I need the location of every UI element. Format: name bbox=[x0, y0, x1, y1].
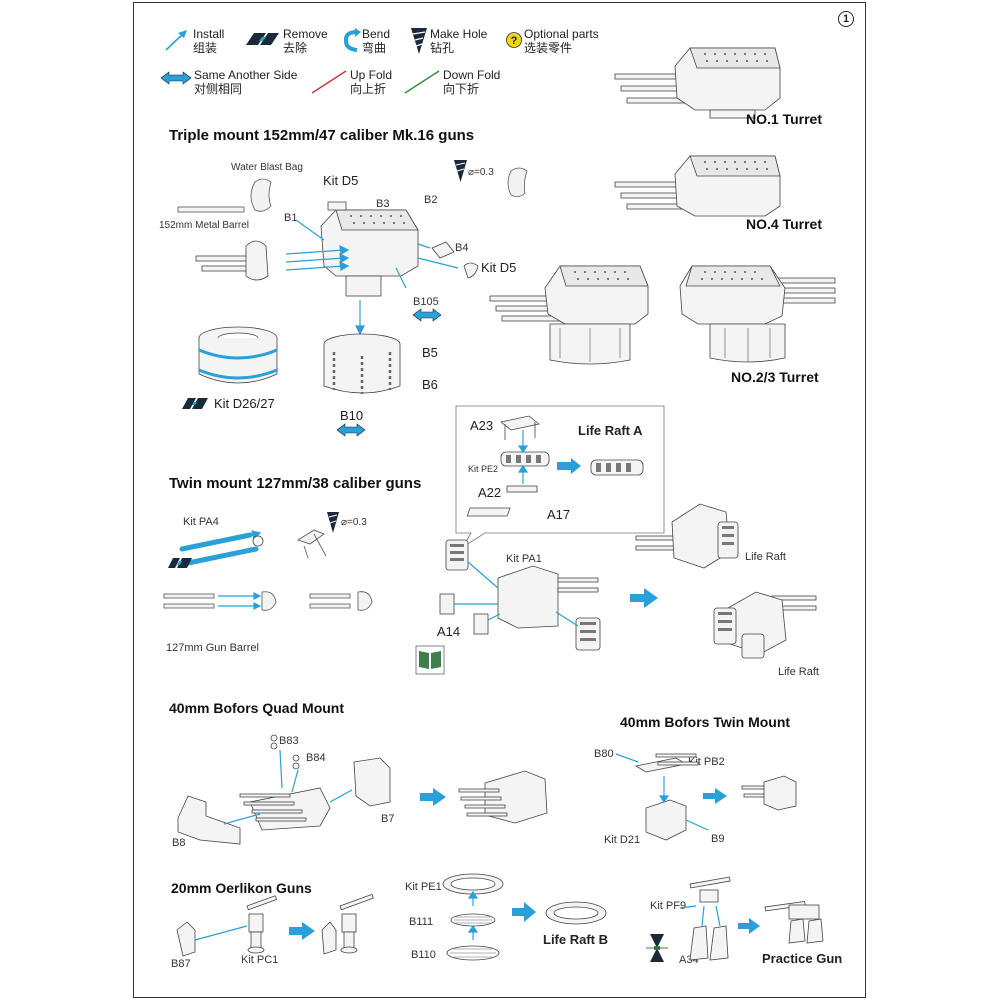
life-raft-b-title: Life Raft B bbox=[543, 932, 608, 947]
same-side-arrow-icon bbox=[413, 309, 441, 321]
practice-gun-assembly-drawing bbox=[640, 878, 740, 968]
turret-no4-drawing bbox=[615, 148, 800, 223]
remove-icon bbox=[246, 32, 280, 46]
practice-gun-finished-drawing bbox=[763, 895, 835, 945]
bofors-quad-assembly-drawing bbox=[170, 732, 410, 847]
turret-barbette-part bbox=[320, 300, 410, 400]
hole-diameter-label: ⌀=0.3 bbox=[341, 517, 367, 528]
b111-label: B111 bbox=[409, 916, 433, 928]
gun-barrel-label: 127mm Gun Barrel bbox=[166, 642, 259, 654]
water-blast-bag-label: Water Blast Bag bbox=[231, 162, 303, 173]
turret-no4-label: NO.4 Turret bbox=[746, 216, 822, 232]
section-oerlikon-title: 20mm Oerlikon Guns bbox=[171, 880, 312, 896]
b5-label: B5 bbox=[422, 345, 438, 360]
oerlikon-finished-drawing bbox=[320, 902, 380, 960]
svg-text:?: ? bbox=[511, 35, 518, 47]
turret-ring-base-part bbox=[197, 326, 279, 388]
life-raft-a-parts-drawing bbox=[495, 412, 655, 522]
next-step-arrow-icon bbox=[630, 588, 658, 608]
life-raft-b-parts-drawing bbox=[440, 870, 610, 965]
turret-no1-drawing bbox=[615, 38, 800, 118]
same-side-arrow-icon bbox=[337, 424, 365, 436]
up-fold-line-icon bbox=[311, 70, 347, 94]
a23-label: A23 bbox=[470, 418, 493, 433]
page-number: 1 bbox=[838, 11, 854, 27]
gun-mount-bracket-part bbox=[294, 522, 334, 560]
hole-diameter-label: ⌀=0.3 bbox=[468, 167, 494, 178]
kit-d5-top-label: Kit D5 bbox=[323, 173, 358, 188]
next-step-arrow-icon bbox=[289, 922, 315, 940]
b6-label: B6 bbox=[422, 377, 438, 392]
b10-label: B10 bbox=[340, 408, 363, 423]
bend-icon bbox=[343, 28, 361, 54]
drill-icon bbox=[411, 28, 427, 54]
small-bracket-part bbox=[503, 165, 529, 197]
optional-net-part bbox=[415, 645, 445, 675]
twin127-mount-assembly-drawing bbox=[438, 538, 608, 658]
life-raft-mount-lower-drawing bbox=[712, 578, 822, 663]
next-step-arrow-icon bbox=[703, 788, 727, 804]
section-twin127-title: Twin mount 127mm/38 caliber guns bbox=[169, 475, 421, 492]
life-raft-label-2: Life Raft bbox=[778, 666, 819, 678]
turret-no1-label: NO.1 Turret bbox=[746, 111, 822, 127]
kit-d2627-label: Kit D26/27 bbox=[214, 396, 275, 411]
remove-icon bbox=[182, 398, 208, 409]
triple-turret-assembly-drawing bbox=[196, 196, 486, 306]
kit-pe2-label: Kit PE2 bbox=[468, 464, 498, 474]
drill-icon bbox=[454, 160, 467, 182]
oerlikon-assembly-drawing bbox=[175, 900, 285, 960]
bofors-quad-finished-drawing bbox=[455, 763, 555, 825]
turret-no23-right-drawing bbox=[670, 258, 845, 368]
install-arrow-icon bbox=[164, 28, 190, 52]
section-bofors-twin-title: 40mm Bofors Twin Mount bbox=[620, 714, 790, 730]
next-step-arrow-icon bbox=[738, 918, 760, 934]
bofors-twin-assembly-drawing bbox=[616, 750, 716, 846]
life-raft-mount-upper-drawing bbox=[634, 492, 744, 572]
remove-icon bbox=[168, 558, 192, 568]
gun-barrel-assembly-drawing bbox=[162, 588, 387, 618]
b110-label: B110 bbox=[411, 949, 436, 961]
next-step-arrow-icon bbox=[420, 788, 446, 806]
bofors-twin-finished-drawing bbox=[740, 772, 800, 812]
optional-question-icon: ? bbox=[506, 32, 522, 48]
practice-gun-title: Practice Gun bbox=[762, 951, 842, 966]
section-triple-title: Triple mount 152mm/47 caliber Mk.16 guns bbox=[169, 127, 474, 144]
kit-d5-side-label: Kit D5 bbox=[481, 260, 516, 275]
same-side-arrow-icon bbox=[161, 72, 191, 84]
b80-label: B80 bbox=[594, 748, 614, 760]
kit-pe1-label: Kit PE1 bbox=[405, 881, 442, 893]
section-bofors-quad-title: 40mm Bofors Quad Mount bbox=[169, 700, 344, 716]
down-fold-line-icon bbox=[404, 70, 440, 94]
life-raft-label-1: Life Raft bbox=[745, 551, 786, 563]
turret-no23-label: NO.2/3 Turret bbox=[731, 369, 819, 385]
